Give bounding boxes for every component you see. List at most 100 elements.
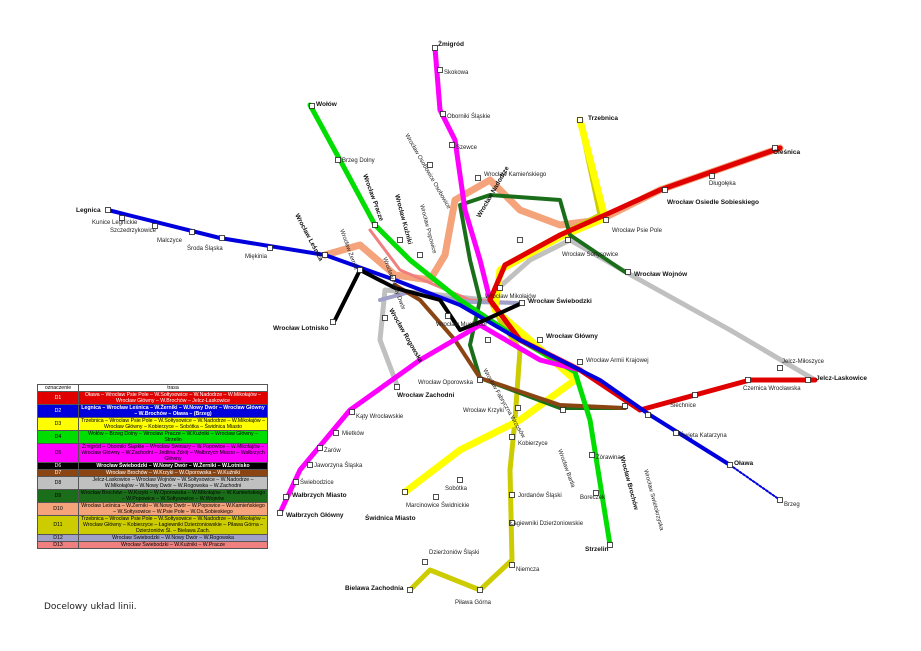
- line-d2: [106, 208, 732, 467]
- station-marker-glowny: [537, 337, 543, 343]
- station-marker-lagiewniki: [509, 520, 515, 526]
- station-label-zarow: Żarów: [324, 447, 341, 454]
- legend-line-code: D13: [37, 541, 79, 549]
- station-marker-brzeg-dolny: [335, 157, 341, 163]
- legend-line-code: D2: [37, 404, 79, 418]
- station-marker-brochow: [622, 403, 628, 409]
- legend-line-route: Wrocław Świebodzki – W.Nowy Dwór – W.Żer…: [78, 462, 268, 470]
- station-label-muchobor: Wrocław Muchobór: [436, 322, 487, 328]
- legend-line-code: D5: [37, 443, 79, 463]
- station-marker-olesnica: [772, 145, 778, 151]
- station-marker-siechnice: [692, 392, 698, 398]
- station-label-jordanow: Jordanów Śląski: [518, 491, 562, 499]
- station-label-oporowska: Wrocław Oporowska: [418, 380, 474, 386]
- station-marker-oporowska: [477, 377, 483, 383]
- station-marker-olawa: [727, 462, 733, 468]
- station-marker-os-sobieskiego: [662, 187, 668, 193]
- station-marker-kobierzyce: [509, 434, 515, 440]
- station-label-sw-katarzyna: Święta Katarzyna: [680, 431, 727, 439]
- station-label-skokowa: Skokowa: [444, 70, 469, 76]
- station-label-marcinowice: Marcinowice Świdnickie: [406, 501, 470, 509]
- station-marker-mietkow: [333, 430, 339, 436]
- station-marker-miekinia: [267, 245, 273, 251]
- station-marker-jelcz-mil: [777, 365, 783, 371]
- station-marker-zorawina: [589, 452, 595, 458]
- legend-header-code: oznaczenie: [37, 384, 79, 392]
- station-marker-rogowska: [382, 315, 388, 321]
- station-label-czernica: Czernica Wrocławska: [743, 386, 801, 392]
- station-marker-oborniki: [440, 111, 446, 117]
- line-d7: [393, 283, 627, 410]
- station-marker-walbrzych-miasto: [283, 494, 289, 500]
- station-label-kamienskiego: Wrocław Kamieńskiego: [484, 172, 547, 178]
- station-label-olawa: Oława: [734, 460, 754, 467]
- station-marker-kuzniki: [397, 237, 403, 243]
- station-marker-brzeg: [777, 497, 783, 503]
- station-marker-psie-pole: [603, 217, 609, 223]
- station-marker-marcinowice: [433, 494, 439, 500]
- station-label-malczyce: Malczyce: [157, 238, 183, 244]
- station-label-kuzniki: Wrocław Kuźniki: [393, 194, 413, 246]
- station-label-wojnow: Wrocław Wojnów: [634, 271, 688, 278]
- legend-line-route: Jelcz-Laskowice – Wrocław Wojnów – W.Soł…: [78, 476, 268, 490]
- station-label-trzebnica: Trzebnica: [588, 115, 618, 122]
- station-marker-sobotka: [457, 477, 463, 483]
- legend-line-route: Legnica – Wrocław Leśnica – W.Żerniki – …: [78, 404, 268, 418]
- station-marker-swietokrzyska: [645, 412, 651, 418]
- station-label-rogowska: Wrocław Rogowska: [387, 308, 424, 365]
- station-marker-jaworzyna: [307, 462, 313, 468]
- station-marker-jordanow: [509, 492, 515, 498]
- station-label-zachodni: Wrocław Zachodni: [397, 392, 454, 399]
- station-label-kunice: Kunice Legnickie: [92, 220, 138, 226]
- station-label-swiniary: Wrocław Osobowice Osobowice: [403, 133, 451, 211]
- station-label-miekinia: Miękinia: [245, 254, 268, 260]
- station-marker-bartla: [560, 407, 566, 413]
- legend-line-code: D8: [37, 476, 79, 490]
- station-label-legnica: Legnica: [76, 207, 101, 214]
- station-marker-wolow: [309, 103, 315, 109]
- station-label-os-sobieskiego: Wrocław Osiedle Sobieskiego: [667, 199, 759, 206]
- station-marker-swiebodzice: [293, 479, 299, 485]
- station-marker-pilawa: [477, 587, 483, 593]
- legend-line-route: Wrocław Leśnica – W.Żerniki – W.Nowy Dwó…: [78, 502, 268, 516]
- station-label-brzeg-dolny: Brzeg Dolny: [342, 158, 375, 164]
- station-label-niemcza: Niemcza: [516, 567, 540, 573]
- station-label-pilawa: Piława Górna: [455, 600, 492, 606]
- station-marker-walbrzych-glowny: [277, 510, 283, 516]
- station-label-brochow: Wrocław Brochów: [618, 455, 640, 512]
- station-marker-zarow: [317, 445, 323, 451]
- station-label-oborniki: Oborniki Śląskie: [447, 112, 491, 120]
- station-marker-trzebnica: [577, 117, 583, 123]
- legend-line-code: D9: [37, 489, 79, 503]
- station-label-boreczek: Boreczek: [580, 495, 606, 501]
- station-label-dzierzoniow: Dzierżoniów Śląski: [429, 548, 479, 556]
- station-marker-soltysowice: [565, 237, 571, 243]
- station-label-katy: Kąty Wrocławskie: [356, 414, 404, 420]
- station-label-walbrzych-miasto: Wałbrzych Miasto: [292, 492, 347, 499]
- station-label-jaworzyna: Jaworzyna Śląska: [314, 461, 363, 469]
- station-marker-katy: [349, 409, 355, 415]
- legend-line-code: D10: [37, 502, 79, 516]
- station-marker-szewce: [449, 142, 455, 148]
- station-label-swiebodzki: Wrocław Świebodzki: [528, 296, 592, 305]
- station-label-lotnisko: Wrocław Lotnisko: [273, 325, 329, 332]
- legend-line-code: D1: [37, 391, 79, 405]
- station-marker-boreczek: [593, 490, 599, 496]
- station-marker-nadodrze: [517, 237, 523, 243]
- station-marker-swiniary: [427, 162, 433, 168]
- station-label-szewce: Szewce: [456, 145, 478, 151]
- legend-line-code: D11: [37, 515, 79, 535]
- station-label-armii: Wrocław Armii Krajowej: [586, 358, 649, 364]
- station-label-lesnica: Wrocław Leśnica: [293, 213, 324, 263]
- station-label-popowice: Wrocław Popowice: [418, 204, 437, 255]
- station-label-jelcz-mil: Jelcz-Miłoszyce: [782, 359, 825, 365]
- station-marker-dzierzoniow: [422, 559, 428, 565]
